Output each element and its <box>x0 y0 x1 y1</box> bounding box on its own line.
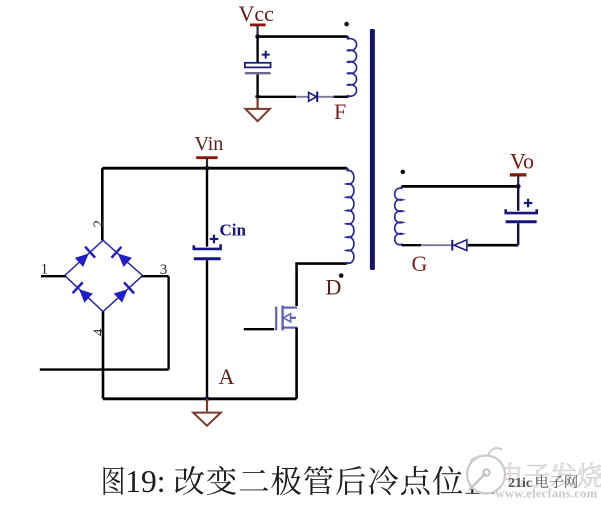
svg-text:19:: 19: <box>125 464 165 499</box>
svg-text:D: D <box>326 275 342 300</box>
svg-text:www.elecfans.com: www.elecfans.com <box>496 486 598 500</box>
svg-text:3: 3 <box>160 262 168 278</box>
svg-text:A: A <box>219 364 235 389</box>
svg-text:Vcc: Vcc <box>239 1 275 26</box>
svg-text:Cin: Cin <box>220 221 247 240</box>
svg-text:4: 4 <box>91 328 107 336</box>
svg-text:Vin: Vin <box>195 133 224 155</box>
svg-text:G: G <box>412 251 428 276</box>
svg-text:21ic: 21ic <box>508 476 532 491</box>
svg-text:2: 2 <box>91 220 107 228</box>
svg-text:Vo: Vo <box>510 149 534 174</box>
svg-text:1: 1 <box>41 262 49 278</box>
svg-text:F: F <box>334 99 346 124</box>
